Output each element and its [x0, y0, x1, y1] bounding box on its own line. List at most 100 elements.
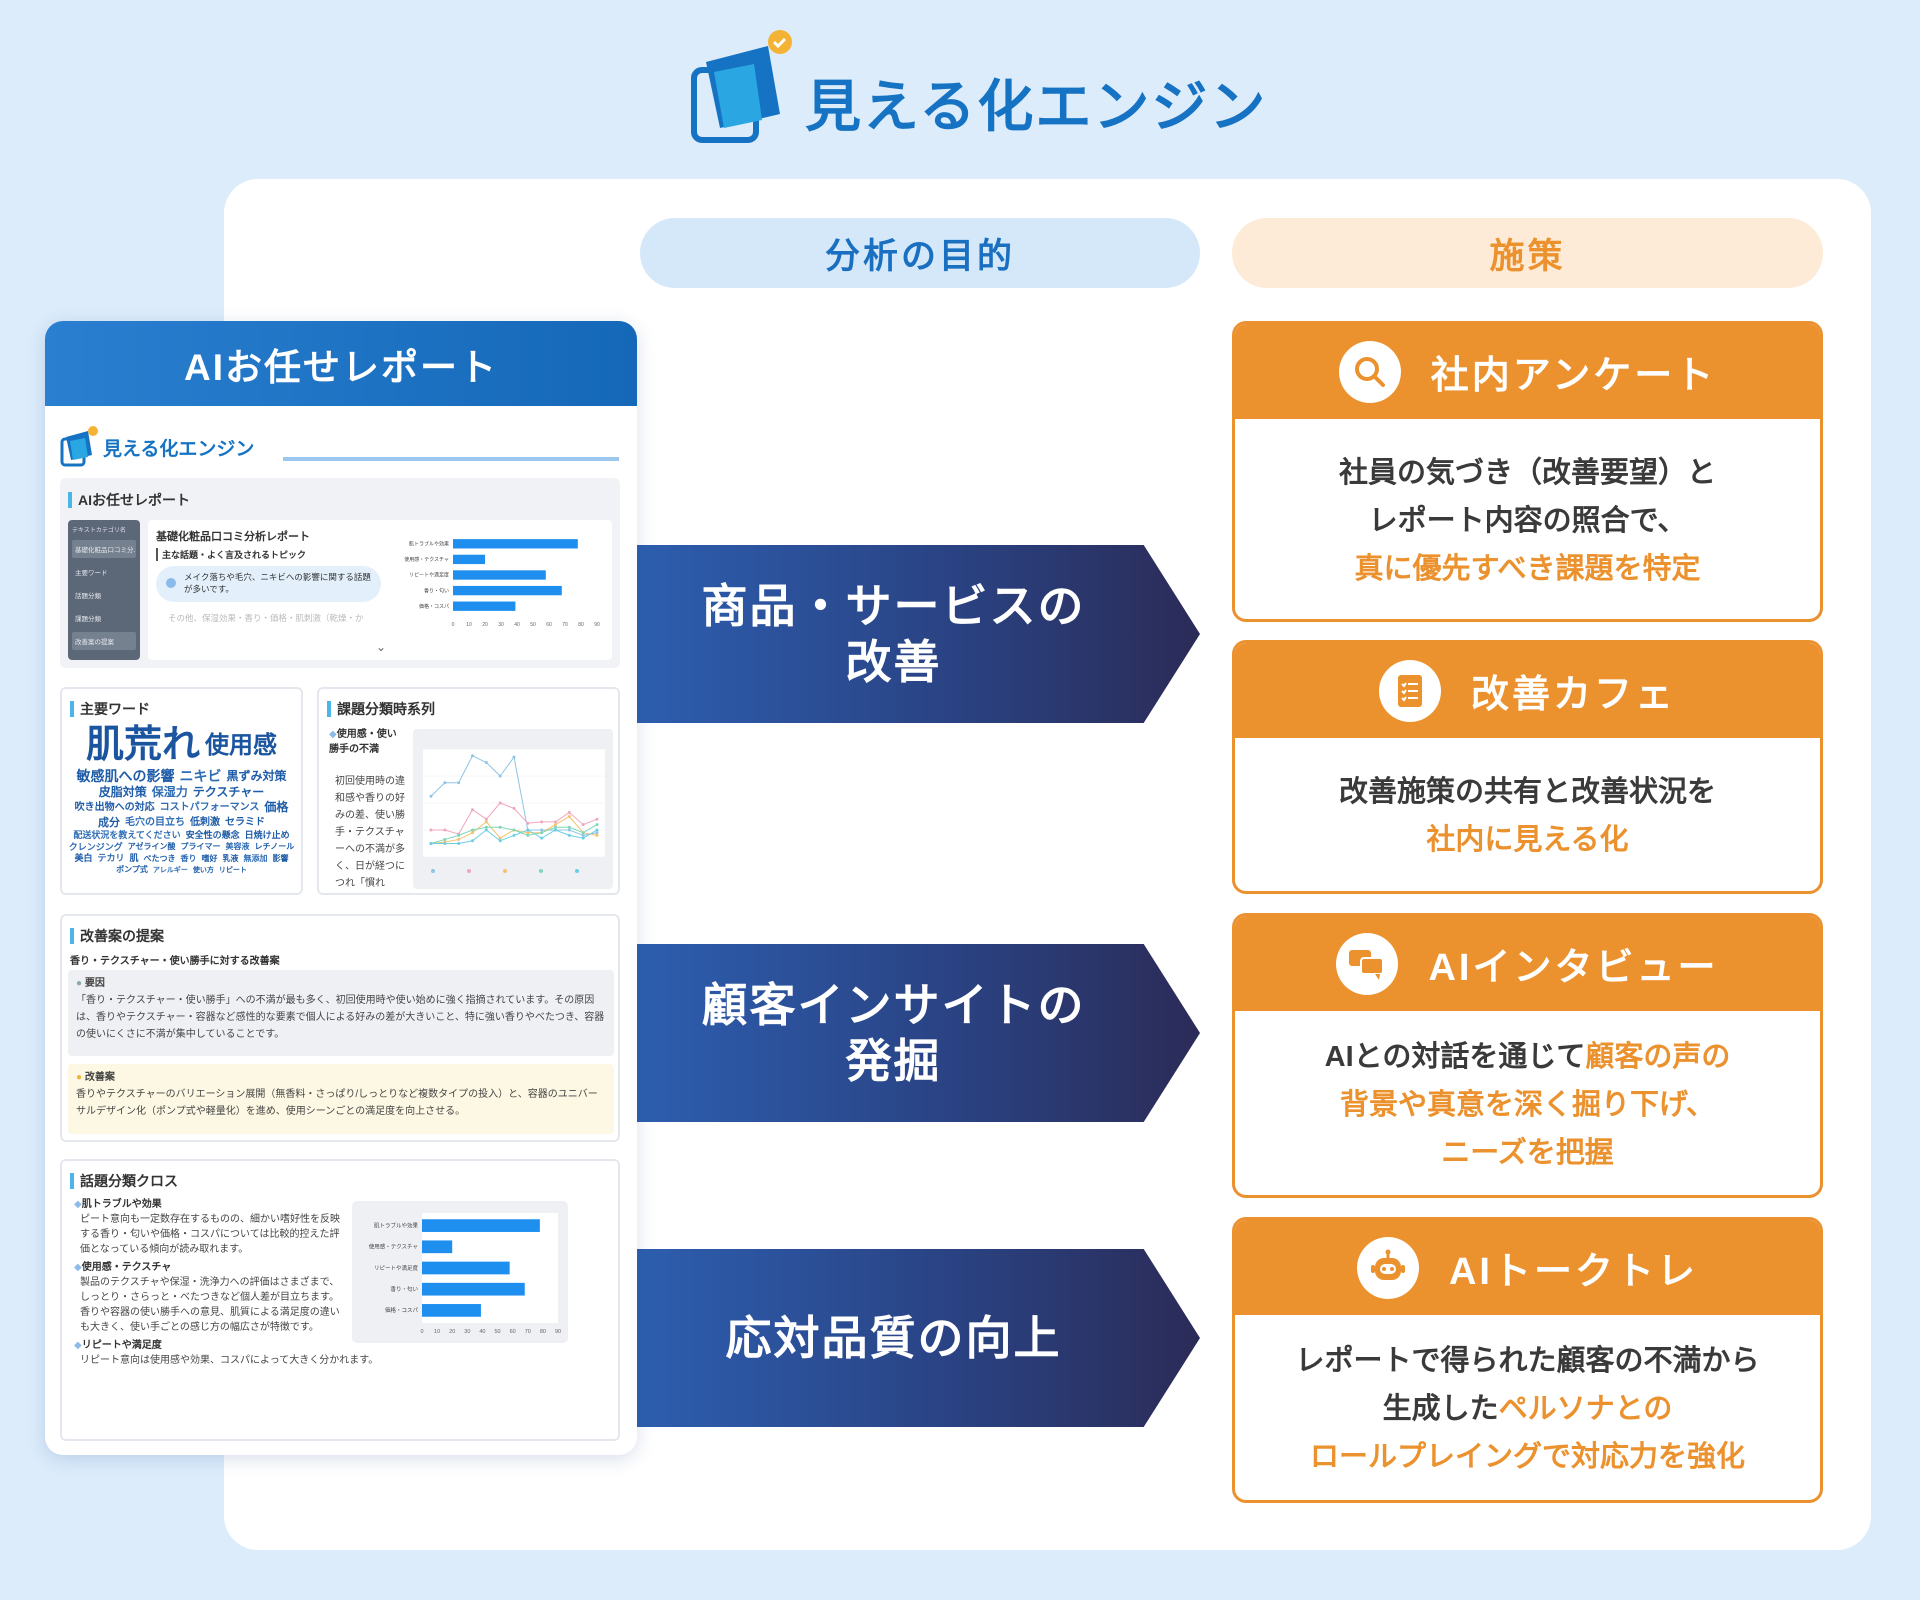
report-overview-section: AIお任せレポート テキストカテゴリ名 基礎化粧品口コミ分…主要ワード話題分類課… [60, 478, 620, 668]
plan-text: 香りやテクスチャーのバリエーション展開（無香料・さっぱり/しっとりなど複数タイプ… [76, 1089, 598, 1117]
x-tick-label: 60 [546, 622, 552, 628]
measure-highlight: 顧客の声の [1585, 1040, 1731, 1073]
sidebar-heading: テキストカテゴリ名 [72, 528, 126, 534]
cause-box: ● 要因 「香り・テクスチャー・使い勝手」への不満が最も多く、初回使用時や使い始… [68, 970, 614, 1056]
purpose-arrow-customer-insight: 顧客インサイトの発掘 [637, 944, 1200, 1122]
measure-highlight: ニーズを把握 [1441, 1136, 1614, 1169]
data-point [498, 836, 502, 840]
keywords-section: 主要ワード 肌荒れ使用感敏感肌への影響ニキビ黒ずみ対策皮脂対策保湿力テクスチャー… [60, 687, 303, 895]
bar [453, 554, 485, 565]
keyword: テカリ [97, 853, 125, 864]
data-point [581, 823, 585, 827]
measure-card-internal-survey: 社内アンケート 社員の気づき（改善要望）とレポート内容の照合で、真に優先すべき課… [1232, 321, 1823, 622]
timeseries-section: 課題分類時系列 ◆使用感・使い勝手の不満 初回使用時の違和感や香りの好みの差、使… [317, 687, 620, 895]
keyword: アゼライン酸 [127, 842, 176, 852]
cross-item-text: 製品のテクスチャや保湿・洗浄力への評価はさまざまで、しっとり・さらっと・べたつき… [80, 1277, 340, 1333]
legend-marker [575, 869, 579, 873]
category-label: リピートや満足度 [409, 572, 449, 579]
diamond-icon: ◆ [329, 729, 337, 740]
keyword: 影響 [272, 853, 289, 863]
data-point [443, 828, 447, 832]
data-point [595, 833, 599, 837]
chevron-down-icon[interactable]: ⌄ [376, 640, 387, 654]
keyword: 皮脂対策 [98, 785, 147, 800]
data-point [512, 833, 516, 837]
data-point [484, 817, 488, 821]
category-label: 肌トラブルや効果 [374, 1221, 419, 1229]
data-point [457, 781, 461, 785]
data-point [512, 828, 516, 832]
measure-highlight: 真に優先すべき課題を特定 [1354, 552, 1701, 585]
checklist-icon [1378, 659, 1441, 722]
x-tick-label: 80 [540, 1329, 546, 1335]
measure-text: 改善施策の共有と改善状況を [1338, 776, 1716, 808]
x-tick-label: 20 [449, 1329, 455, 1335]
data-point [512, 806, 516, 810]
data-point [429, 828, 433, 832]
data-point [471, 839, 474, 843]
data-point [498, 801, 502, 805]
data-point [429, 794, 433, 798]
data-point [443, 842, 447, 845]
bar [422, 1219, 540, 1232]
bar [422, 1304, 481, 1317]
report-sidebar-item[interactable]: 話題分類 [75, 593, 101, 600]
measure-highlight: ペルソナとの [1498, 1393, 1673, 1425]
category-label: リピートや満足度 [374, 1264, 419, 1272]
keyword: 香り [180, 853, 197, 863]
purpose-label: 商品・サービスの [701, 580, 1086, 632]
bar [453, 601, 516, 611]
measure-text: 社員の気づき（改善要望）と [1338, 456, 1716, 489]
x-tick-label: 30 [464, 1329, 470, 1335]
report-sidebar-item[interactable]: 基礎化粧品口コミ分… [72, 540, 136, 558]
keyword: プライマー [180, 842, 221, 852]
keyword: 日焼け止め [244, 829, 290, 840]
x-tick-label: 0 [452, 622, 455, 628]
measure-text: AIとの対話を通じて [1324, 1040, 1586, 1073]
cause-text: 「香り・テクスチャー・使い勝手」への不満が最も多く、初回使用時や使い始めに強く指… [76, 995, 605, 1040]
report-sidebar-item[interactable]: 改善案の提案 [72, 632, 136, 650]
data-point [457, 837, 461, 841]
diamond-icon: ◆ [74, 1262, 82, 1273]
cross-section: 話題分類クロス ◆肌トラブルや効果 ピート意向も一定数存在するものの、細かい嗜好… [60, 1159, 620, 1441]
info-icon: ● [76, 978, 85, 989]
bar [422, 1282, 525, 1296]
proposal-section: 改善案の提案 香り・テクスチャー・使い勝手に対する改善案 ● 要因 「香り・テク… [60, 914, 620, 1142]
cross-item-head: リピートや満足度 [81, 1340, 162, 1351]
x-tick-label: 50 [494, 1329, 500, 1335]
report-sidebar-item[interactable]: 課題分類 [75, 616, 101, 623]
data-point [484, 825, 488, 829]
data-point [554, 828, 557, 832]
brand-logo-icon [691, 30, 792, 143]
keyword: 無添加 [243, 853, 268, 863]
cause-label: 要因 [84, 978, 105, 989]
keyword: リピート [218, 866, 247, 874]
category-label: 香り・匂い [424, 587, 449, 594]
report-sidebar-item[interactable]: 主要ワード [75, 570, 108, 577]
data-point [498, 839, 502, 843]
report-header: AIお任せレポート [45, 321, 637, 406]
data-point [581, 836, 585, 840]
data-point [595, 831, 599, 835]
diamond-icon: ◆ [74, 1340, 82, 1351]
keyword: コストパフォーマンス [159, 802, 260, 814]
data-point [554, 820, 557, 824]
plan-label: 改善案 [84, 1072, 115, 1083]
check-icon [166, 578, 176, 588]
keyword: レチノール [254, 842, 295, 852]
data-point [540, 820, 544, 824]
keyword: 毛穴の目立ち [125, 817, 185, 829]
keyword: クレンジング [68, 841, 123, 852]
measures-column-header: 施策 [1232, 218, 1823, 288]
brand-logo-icon [60, 426, 98, 467]
category-label: 香り・匂い [390, 1285, 418, 1293]
timeseries-line-chart [413, 729, 613, 889]
data-point [484, 820, 488, 824]
data-point [484, 828, 488, 832]
x-tick-label: 90 [555, 1329, 561, 1335]
measure-title: AIトークトレ [1448, 1251, 1698, 1293]
robot-icon [1356, 1236, 1419, 1299]
keyword: 保湿力 [151, 785, 188, 800]
